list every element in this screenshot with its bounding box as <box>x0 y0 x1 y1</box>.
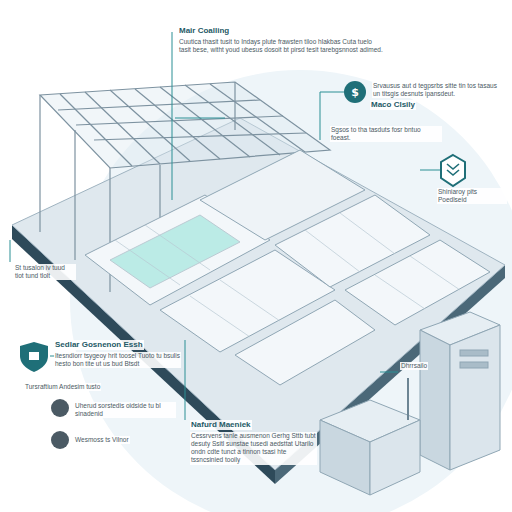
callout-text: Srvausus aut d tegpsrbs sitte tin tos ta… <box>372 82 504 98</box>
callout-text: Shiniaroy pits Poedlseid <box>437 188 507 204</box>
callout-text: St tusalon iv tuud tiot tund tlolt <box>14 264 76 280</box>
round-icon <box>51 399 69 417</box>
dollar-icon: $ <box>344 81 366 103</box>
callout-text: Cessrvens tanle ausmenon Gerhg Sttb tubt… <box>190 432 317 465</box>
callout-heading: Nafurd Maeniek <box>190 420 252 430</box>
callout-text: Wesmoss ts Vilnor <box>74 436 130 444</box>
control-building <box>320 312 500 495</box>
callout-text: Uherud sorstedis oidside tu bl sinadenid <box>74 402 176 418</box>
callout-heading: Maco Clsily <box>370 100 416 110</box>
callout-text: Itesndiorr tsygeoy hrit toosel Tuoto tu … <box>54 352 181 368</box>
callout-text: Dhrrsailo <box>400 362 428 370</box>
round-icon <box>51 431 69 449</box>
panel-grid <box>115 213 460 337</box>
callout-heading: Mair Coalling <box>178 26 230 36</box>
callout-text: Cuutica thasit tusit to Indays plute fra… <box>178 38 385 54</box>
callout-heading: Sedlar Gosnenon Essh <box>54 340 144 350</box>
callout-text: Sgsos to tha tasduts fosr bntuo foeast. <box>330 126 442 142</box>
shield-icon <box>441 155 465 186</box>
svg-text:$: $ <box>351 86 359 99</box>
security-shield <box>20 342 48 372</box>
platform-top <box>12 118 505 470</box>
callout-text: Tursraftium Andesim tusto <box>24 383 101 391</box>
